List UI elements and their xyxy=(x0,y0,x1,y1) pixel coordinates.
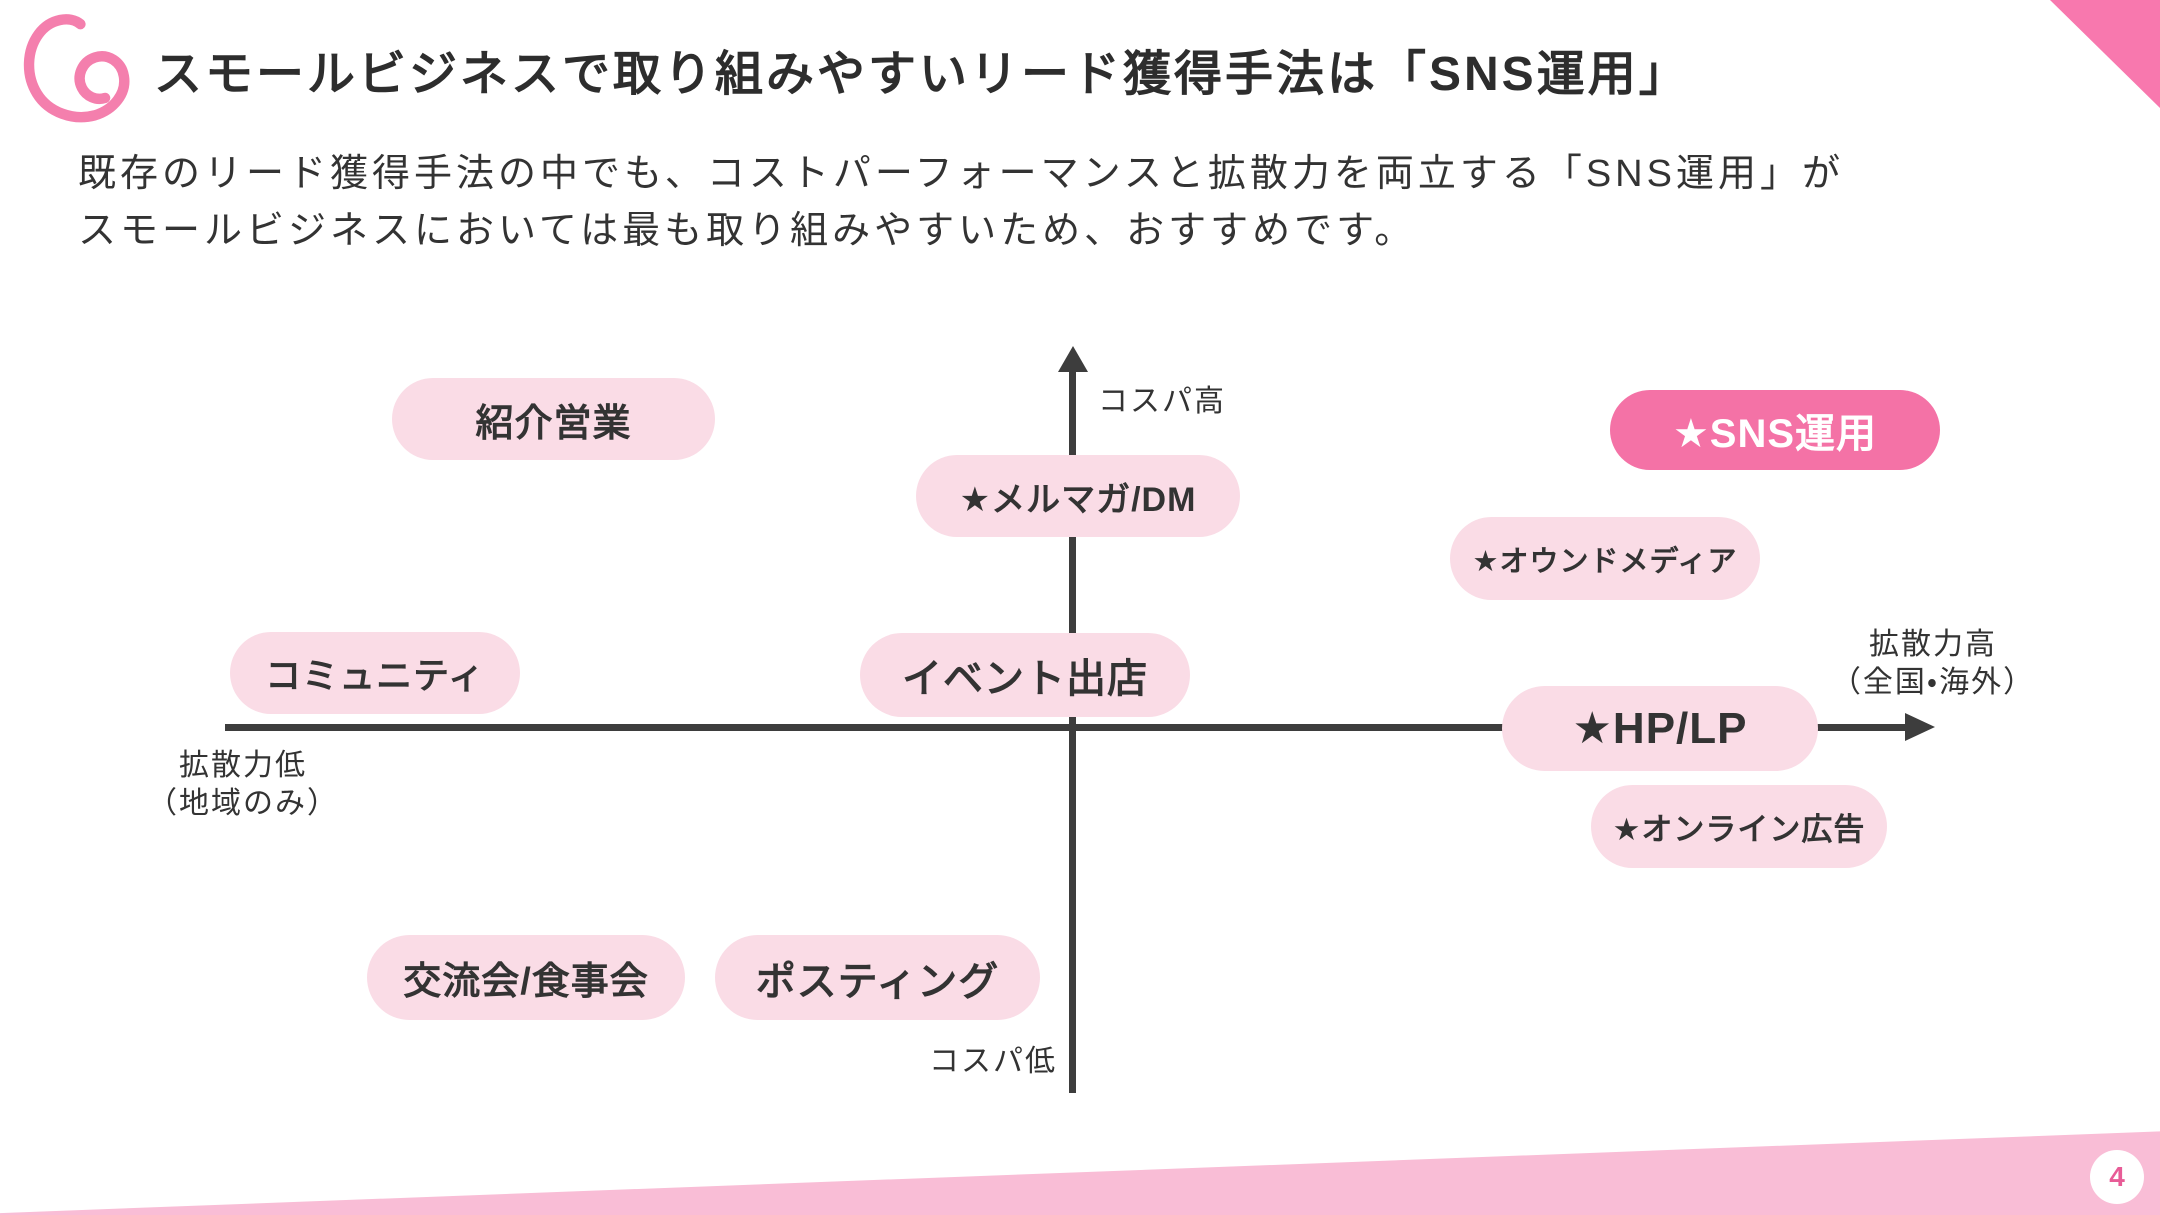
corner-triangle-decoration xyxy=(2050,0,2160,108)
y-axis-arrow-icon xyxy=(1058,346,1088,372)
intro-line-2: スモールビジネスにおいては最も取り組みやすいため、おすすめです。 xyxy=(78,210,1417,252)
bubble-hp-lp: ★HP/LP xyxy=(1502,686,1818,771)
bubble-event-booth: イベント出店 xyxy=(860,633,1190,717)
x-axis-arrow-icon xyxy=(1905,713,1935,741)
bubble-referral-sales: 紹介営業 xyxy=(392,378,715,460)
x-axis-right-label-line1: 拡散力高 xyxy=(1869,628,1997,661)
header: スモールビジネスで取り組みやすいリード獲得手法は「SNS運用」 xyxy=(20,14,1690,124)
intro-line-1: 既存のリード獲得手法の中でも、コストパーフォーマンスと拡散力を両立する「SNS運… xyxy=(78,153,1844,195)
bottom-ribbon-decoration xyxy=(0,1131,2160,1215)
bubble-mailmag-dm: ★メルマガ/DM xyxy=(916,455,1240,537)
x-axis-left-label: 拡散力低 （地域のみ） xyxy=(123,747,363,823)
intro-paragraph: 既存のリード獲得手法の中でも、コストパーフォーマンスと拡散力を両立する「SNS運… xyxy=(78,146,1844,260)
bubble-posting: ポスティング xyxy=(715,935,1040,1020)
y-axis-top-label: コスパ高 xyxy=(1098,385,1226,418)
x-axis-left-label-line1: 拡散力低 xyxy=(179,749,307,782)
x-axis-line xyxy=(225,724,1907,731)
page-number-badge: 4 xyxy=(2090,1150,2144,1204)
x-axis-right-label-line2: （全国・海外） xyxy=(1830,666,2036,699)
bubble-community: コミュニティ xyxy=(230,632,520,714)
bubble-sns-operation: ★SNS運用 xyxy=(1610,390,1940,470)
bubble-owned-media: ★オウンドメディア xyxy=(1450,517,1760,600)
x-axis-right-label: 拡散力高 （全国・海外） xyxy=(1813,626,2053,702)
page-number: 4 xyxy=(2109,1161,2125,1192)
swirl-logo-icon xyxy=(23,14,130,123)
bubble-networking-dinner: 交流会/食事会 xyxy=(367,935,685,1020)
x-axis-left-label-line2: （地域のみ） xyxy=(147,787,339,820)
bubble-online-ads: ★オンライン広告 xyxy=(1591,785,1887,868)
slide-title: スモールビジネスで取り組みやすいリード獲得手法は「SNS運用」 xyxy=(154,48,1690,101)
y-axis-bottom-label: コスパ低 xyxy=(929,1045,1057,1078)
